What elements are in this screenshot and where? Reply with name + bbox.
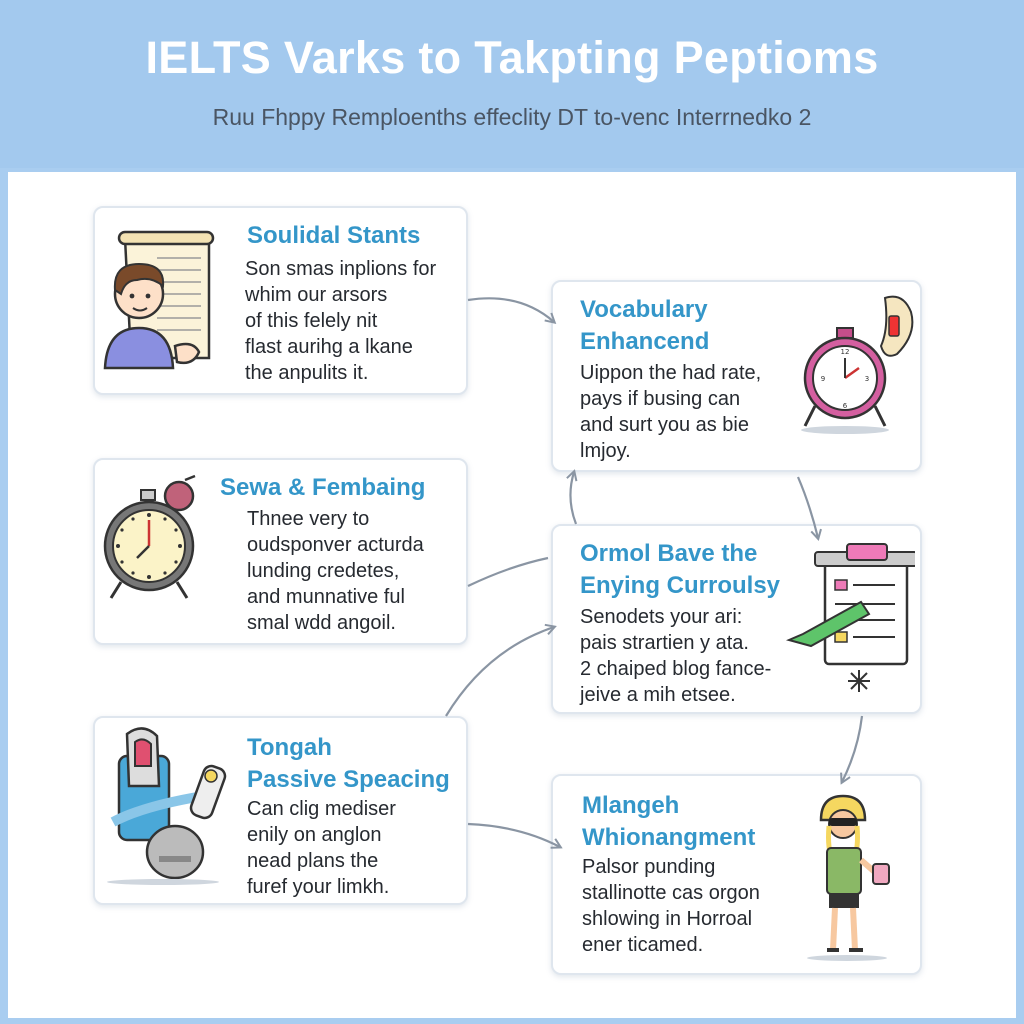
stopwatch-icon: 12 3 6 9 bbox=[801, 295, 914, 434]
arrow-4-to-2 bbox=[570, 472, 576, 525]
svg-text:3: 3 bbox=[865, 375, 869, 383]
svg-text:9: 9 bbox=[821, 375, 825, 383]
card-title: Sewa & Fembaing bbox=[220, 474, 426, 501]
arrow-2-to-4 bbox=[796, 476, 818, 538]
arrow-4-to-6 bbox=[842, 715, 864, 782]
headphones-icon bbox=[107, 727, 227, 885]
scroll-person-icon bbox=[103, 230, 215, 370]
arrow-1-to-2 bbox=[467, 297, 554, 322]
header-banner: IELTS Varks to Takpting Peptioms Ruu Fhp… bbox=[0, 0, 1024, 168]
page-title: IELTS Varks to Takpting Peptioms bbox=[145, 32, 879, 83]
arrow-5-to-4 bbox=[445, 627, 554, 717]
alarm-clock-icon bbox=[103, 474, 196, 599]
person-cup-icon bbox=[807, 794, 890, 961]
svg-text:6: 6 bbox=[843, 402, 848, 410]
card-body: Senodets your ari:pais strartien y ata.2… bbox=[580, 606, 772, 706]
arrow-5-to-6 bbox=[467, 822, 560, 847]
card-title: Soulidal Stants bbox=[247, 222, 421, 249]
arrow-3-to-4 bbox=[467, 556, 549, 587]
page-subtitle: Ruu Fhppy Remploenths effeclity DT to-ve… bbox=[212, 104, 812, 130]
svg-text:12: 12 bbox=[841, 348, 850, 356]
clipboard-icon bbox=[785, 543, 915, 692]
